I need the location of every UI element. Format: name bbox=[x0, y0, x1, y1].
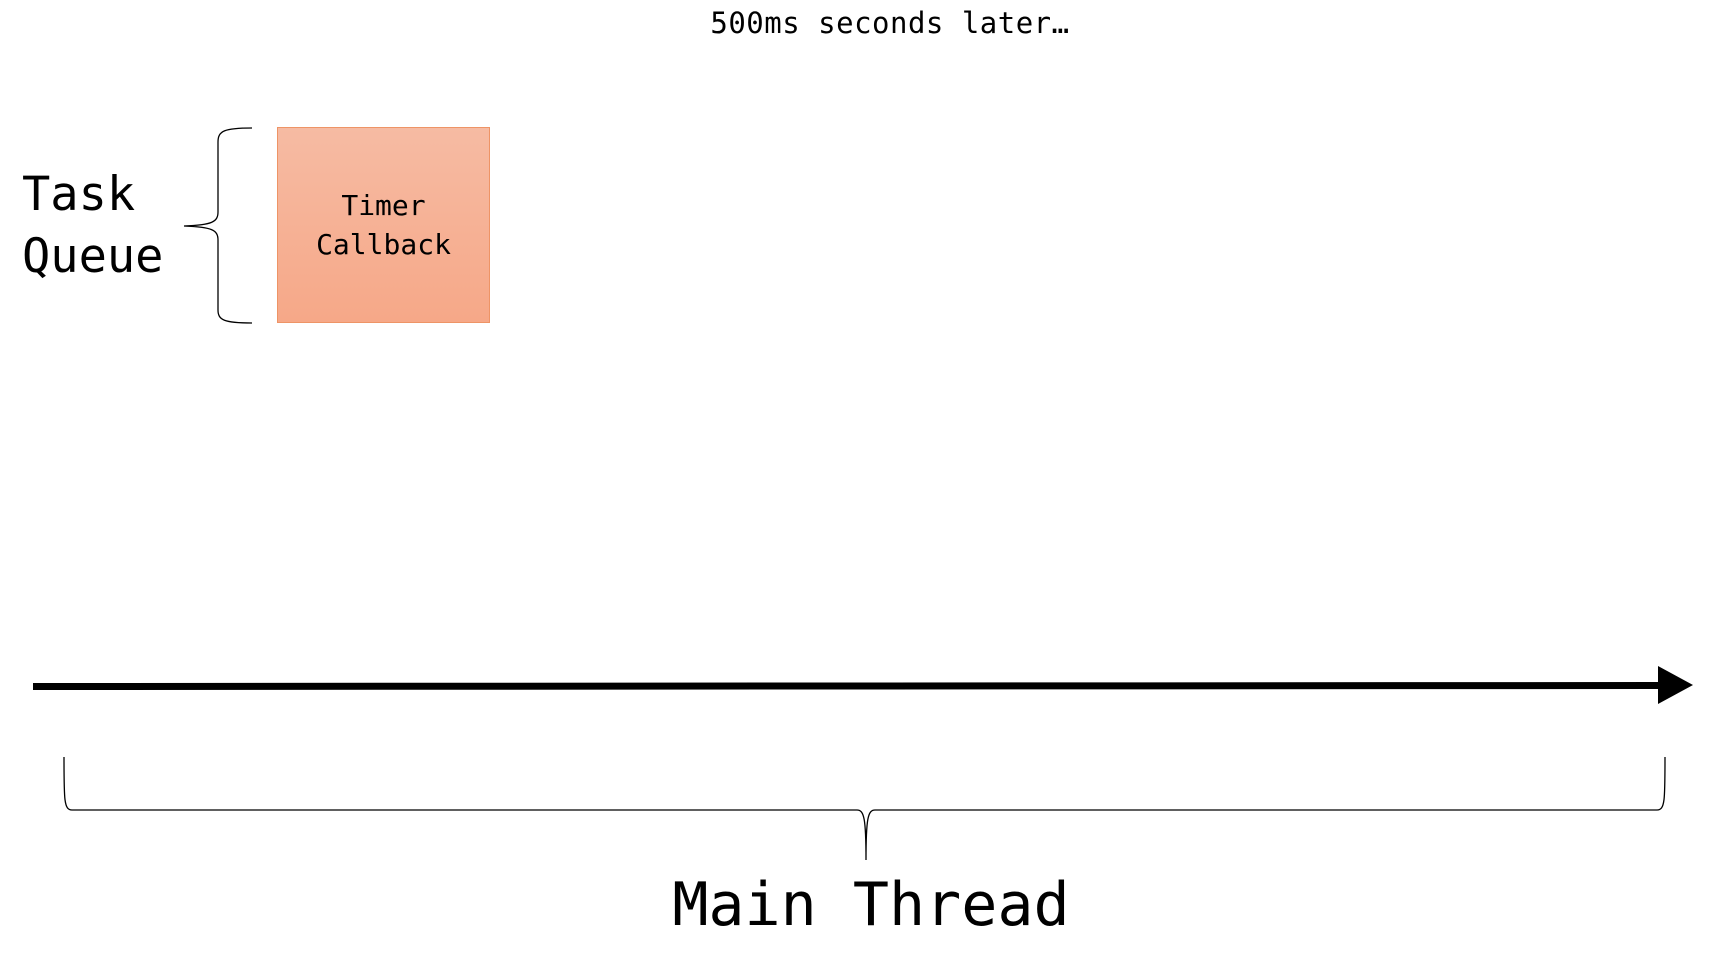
main-thread-brace bbox=[63, 756, 1666, 861]
timer-callback-line-1: Timer bbox=[341, 189, 426, 222]
task-queue-label-line-2: Queue bbox=[22, 229, 164, 284]
timer-callback-line-2: Callback bbox=[316, 228, 451, 261]
task-queue-brace bbox=[183, 127, 253, 324]
task-queue-label-line-1: Task bbox=[22, 167, 136, 222]
main-thread-label: Main Thread bbox=[672, 870, 1070, 940]
timer-callback-task: Timer Callback bbox=[277, 127, 490, 323]
task-queue-label: Task Queue bbox=[22, 164, 163, 288]
main-thread-arrow-head bbox=[1658, 666, 1693, 704]
main-thread-arrow-line bbox=[33, 682, 1664, 690]
caption-text: 500ms seconds later… bbox=[710, 6, 1070, 40]
